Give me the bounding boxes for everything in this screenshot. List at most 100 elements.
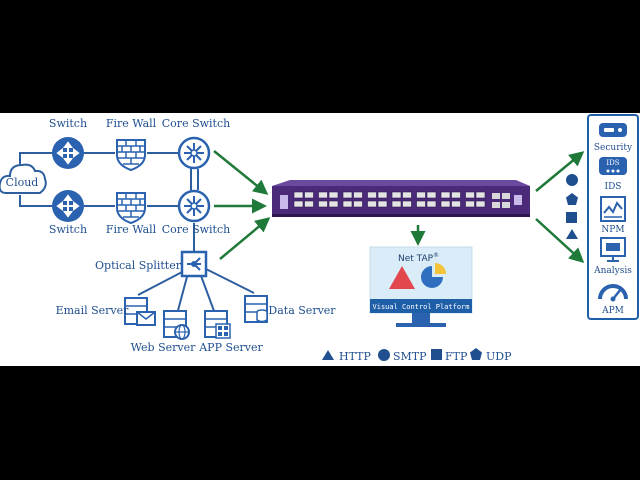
optical-splitter-icon <box>180 250 208 278</box>
legend-square-icon <box>431 349 442 360</box>
tool-apm-label: APM <box>601 306 624 316</box>
console-port-icon <box>514 195 522 205</box>
pie-slice-icon <box>435 263 446 274</box>
switch-bottom-icon <box>52 190 84 222</box>
legend-pentagon-icon <box>470 348 482 360</box>
monitor-brand-mark: ® <box>433 252 439 259</box>
arrow-tap-to-tools-bottom <box>535 218 585 264</box>
monitor-brand-text: Net TAP <box>398 254 434 264</box>
monitor-stand <box>396 323 446 327</box>
apm-gauge-icon <box>598 284 628 302</box>
app-server-label: APP Server <box>198 341 263 354</box>
pentagon-icon <box>566 193 578 205</box>
tool-npm-label: NPM <box>601 225 624 235</box>
diagram-panel: Cloud Switch Switch <box>0 113 640 366</box>
core-switch-top-label: Core Switch <box>162 117 230 130</box>
core-switch-bottom-icon <box>177 189 211 223</box>
square-icon <box>566 212 577 223</box>
sfp-port-icon <box>318 191 328 199</box>
firewall-top-icon <box>116 139 146 172</box>
sfp-port-icon <box>342 191 353 199</box>
sfp-port-icon <box>426 200 437 208</box>
core-switch-bottom-label: Core Switch <box>162 223 230 236</box>
visual-control-monitor: Net TAP® Visual Control Platform <box>369 246 473 327</box>
firewall-bottom-label: Fire Wall <box>106 223 157 236</box>
nettap-device <box>272 180 530 217</box>
link-splitter-email <box>137 270 185 296</box>
email-server-label: Email Server <box>56 304 130 317</box>
sfp-port-icon <box>475 191 486 199</box>
firewall-top-label: Fire Wall <box>106 117 157 130</box>
optical-splitter-label: Optical Splitter <box>95 259 182 272</box>
ids-appliance-icon: IDS <box>599 157 627 175</box>
sfp-port-icon <box>304 200 314 208</box>
rj45-port-icon <box>492 202 500 208</box>
web-server-label: Web Server <box>131 341 196 354</box>
switch-bottom-label: Switch <box>49 223 87 236</box>
monitor-brand: Net TAP® <box>398 252 439 264</box>
sfp-port-icon <box>475 200 486 208</box>
sfp-port-icon <box>353 191 363 199</box>
pie-chart-icon <box>421 266 443 288</box>
security-appliance-icon <box>599 123 627 137</box>
analysis-monitor-icon <box>600 237 626 262</box>
protocol-shape-column <box>566 174 578 239</box>
sfp-port-icon <box>451 200 461 208</box>
network-links <box>19 152 255 319</box>
sfp-port-icon <box>451 191 461 199</box>
sfp-port-icon <box>402 191 412 199</box>
platform-label: Visual Control Platform <box>373 303 470 311</box>
legend-ftp: FTP <box>445 350 468 363</box>
sfp-port-icon <box>440 191 451 199</box>
switch-top-label: Switch <box>49 117 87 130</box>
sfp-port-icon <box>304 191 314 199</box>
sfp-port-icon <box>293 191 304 199</box>
link-splitter-data <box>205 268 255 294</box>
triangle-icon <box>566 229 578 239</box>
ids-badge: IDS <box>606 159 619 167</box>
sfp-port-icon <box>318 200 328 208</box>
sfp-port-icon <box>465 191 475 199</box>
sfp-port-icon <box>328 200 339 208</box>
cloud-icon <box>0 163 47 194</box>
sfp-port-icon <box>377 191 388 199</box>
link-splitter-app <box>199 272 215 312</box>
legend-circle-icon <box>378 349 390 361</box>
sfp-port-icon <box>465 200 475 208</box>
link-cloud-switch-bottom <box>19 195 52 207</box>
tool-analysis-label: Analysis <box>593 266 632 276</box>
legend-udp: UDP <box>486 350 512 363</box>
circle-icon <box>566 174 578 186</box>
sfp-port-icon <box>416 200 426 208</box>
ingress-arrows <box>213 150 585 264</box>
monitor-neck <box>412 313 430 323</box>
tool-security-label: Security <box>594 143 633 153</box>
firewall-bottom-icon <box>116 192 146 225</box>
sfp-port-icon <box>367 200 377 208</box>
arrow-splitter-to-tap <box>219 217 271 260</box>
sfp-port-icon <box>377 200 388 208</box>
legend-smtp: SMTP <box>393 350 427 363</box>
sfp-port-bank <box>293 191 486 208</box>
arrow-core-top-to-tap <box>213 150 269 195</box>
sfp-port-icon <box>342 200 353 208</box>
core-switch-top-icon <box>177 136 211 170</box>
sfp-port-icon <box>293 200 304 208</box>
rj45-port-icon <box>492 193 500 199</box>
data-server-label: Data Server <box>268 304 336 317</box>
sfp-port-icon <box>391 200 402 208</box>
power-led-icon <box>280 195 288 209</box>
arrow-tap-to-tools-top <box>535 151 585 192</box>
email-server-icon <box>124 297 156 326</box>
app-server-icon <box>204 310 231 339</box>
legend-http: HTTP <box>339 350 371 363</box>
sfp-port-icon <box>367 191 377 199</box>
sfp-port-icon <box>426 191 437 199</box>
cloud-label: Cloud <box>6 176 39 189</box>
npm-chart-icon <box>600 196 626 222</box>
switch-top-icon <box>52 137 84 169</box>
network-diagram: Cloud Switch Switch <box>0 114 639 363</box>
sfp-port-icon <box>328 191 339 199</box>
protocol-legend: HTTP SMTP FTP UDP <box>322 348 512 363</box>
